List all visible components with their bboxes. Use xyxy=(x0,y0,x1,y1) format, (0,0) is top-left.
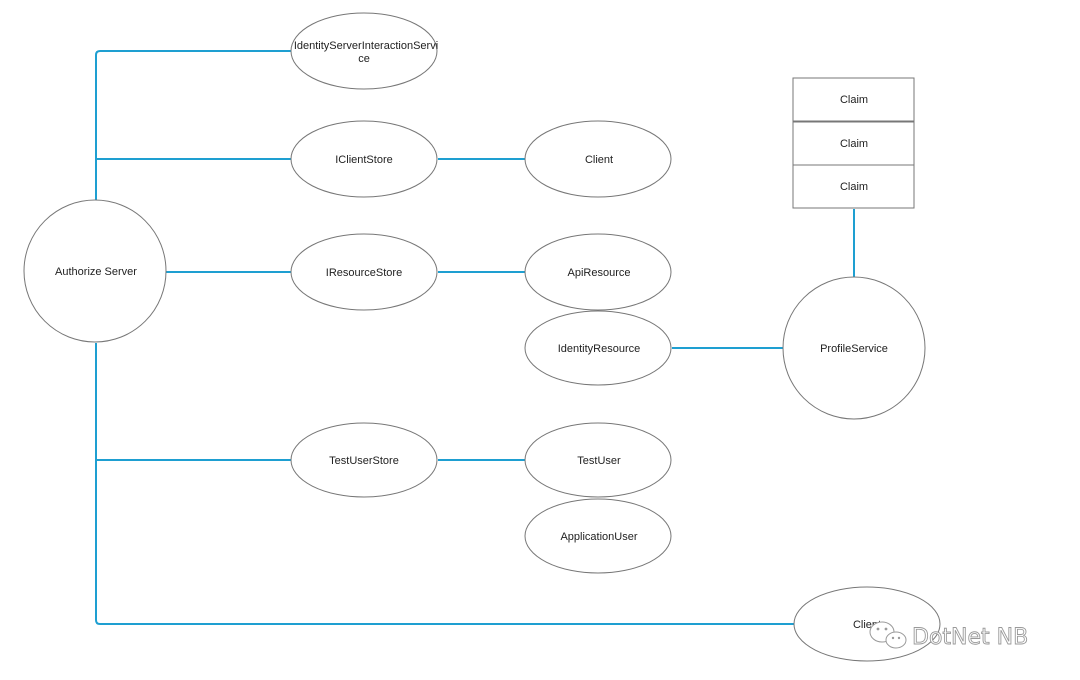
apiresource-label: ApiResource xyxy=(568,267,631,279)
connectors xyxy=(95,50,855,625)
apiresource-ellipse xyxy=(524,233,672,311)
wechat-icon-bubble-small xyxy=(885,631,907,649)
profileservice-label: ProfileService xyxy=(820,343,888,355)
wechat-icon-eye-4 xyxy=(897,636,901,640)
node-profileservice: ProfileService xyxy=(782,276,926,420)
node-applicationuser: ApplicationUser xyxy=(524,498,672,574)
wechat-icon-eye-2 xyxy=(884,627,888,631)
identity-server-interaction-service-label-line2: ce xyxy=(358,53,370,65)
wechat-icon-eye-1 xyxy=(876,627,880,631)
testuserstore-label: TestUserStore xyxy=(329,455,399,467)
node-identityresource: IdentityResource xyxy=(524,310,672,386)
node-iclientstore: IClientStore xyxy=(290,120,438,198)
node-iresourcestore: IResourceStore xyxy=(290,233,438,311)
iresourcestore-ellipse xyxy=(290,233,438,311)
identityresource-label: IdentityResource xyxy=(558,343,641,355)
wechat-icon xyxy=(869,621,907,649)
applicationuser-label: ApplicationUser xyxy=(560,531,637,543)
testuserstore-ellipse xyxy=(290,422,438,498)
watermark: DotNet NB xyxy=(869,621,1029,650)
node-client: Client xyxy=(524,120,672,198)
authorize-server-circle xyxy=(23,199,167,343)
connector-trunk-top xyxy=(95,50,292,200)
node-authorize-server: Authorize Server xyxy=(23,199,167,343)
iclientstore-label: IClientStore xyxy=(335,154,392,166)
claim-label-3: Claim xyxy=(840,181,868,193)
authorize-server-label: Authorize Server xyxy=(55,266,137,278)
testuser-label: TestUser xyxy=(577,455,621,467)
claim-box-2 xyxy=(792,121,915,166)
identityresource-ellipse xyxy=(524,310,672,386)
applicationuser-ellipse xyxy=(524,498,672,574)
claim-box-3 xyxy=(792,164,915,209)
node-apiresource: ApiResource xyxy=(524,233,672,311)
client-label: Client xyxy=(585,154,613,166)
claim-label-2: Claim xyxy=(840,138,868,150)
claims-stack: Claim Claim Claim xyxy=(792,77,915,209)
iresourcestore-label: IResourceStore xyxy=(326,267,402,279)
profileservice-circle xyxy=(782,276,926,420)
connector-trunk-bottom xyxy=(95,343,795,625)
claim-label-1: Claim xyxy=(840,94,868,106)
client-ellipse xyxy=(524,120,672,198)
node-testuser: TestUser xyxy=(524,422,672,498)
identity-server-interaction-service-ellipse xyxy=(290,12,438,90)
testuser-ellipse xyxy=(524,422,672,498)
iclientstore-ellipse xyxy=(290,120,438,198)
wechat-icon-eye-3 xyxy=(891,636,895,640)
watermark-text: DotNet NB xyxy=(912,625,1028,650)
identity-server-interaction-service-label-line1: IdentityServerInteractionServi xyxy=(294,40,438,52)
node-identity-server-interaction-service: IdentityServerInteractionServi ce xyxy=(290,12,438,90)
claim-box-1 xyxy=(792,77,915,122)
node-testuserstore: TestUserStore xyxy=(290,422,438,498)
